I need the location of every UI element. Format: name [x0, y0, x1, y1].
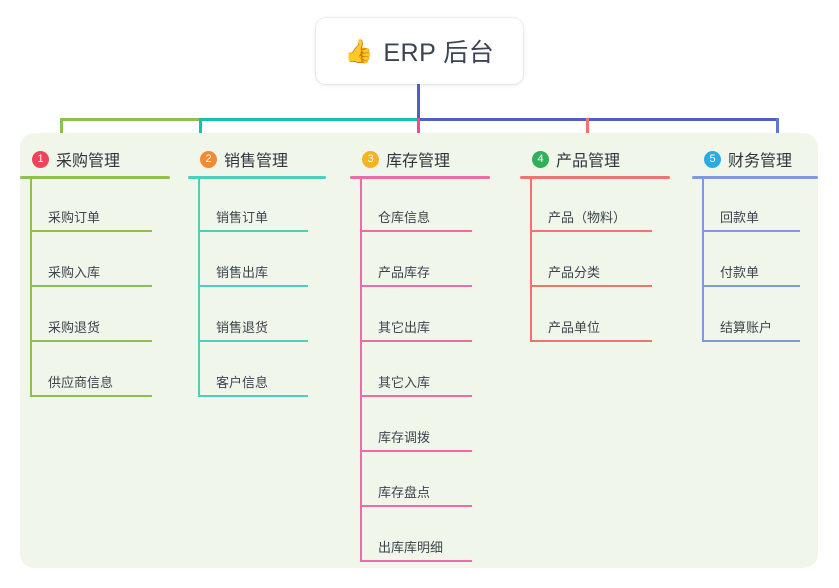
leaf-item-label: 产品分类 — [548, 265, 601, 280]
leaf-item-label: 客户信息 — [216, 375, 269, 390]
leaf-item[interactable]: 库存盘点 — [360, 477, 472, 507]
leaf-item-rule — [30, 395, 152, 397]
leaf-item-rule — [530, 340, 652, 342]
column-title-3: 库存管理 — [386, 153, 451, 170]
column-title-5: 财务管理 — [728, 153, 793, 170]
leaf-item-rule — [702, 340, 800, 342]
leaf-item-label: 销售订单 — [216, 210, 269, 225]
drop-line-col-2 — [199, 118, 202, 146]
leaf-item-label: 出库库明细 — [378, 540, 444, 555]
column-rule-5 — [692, 176, 818, 179]
column-rule-2 — [188, 176, 326, 179]
leaf-item[interactable]: 回款单 — [702, 202, 800, 232]
column-title-4: 产品管理 — [556, 153, 621, 170]
leaf-item-rule — [360, 340, 472, 342]
leaf-item-label: 产品单位 — [548, 320, 601, 335]
leaf-item[interactable]: 采购订单 — [30, 202, 152, 232]
leaf-item[interactable]: 采购退货 — [30, 312, 152, 342]
leaf-item-rule — [702, 230, 800, 232]
leaf-item[interactable]: 其它出库 — [360, 312, 472, 342]
root-node[interactable]: 👍 ERP 后台 — [316, 18, 523, 84]
column-spine-4 — [530, 176, 532, 342]
drop-line-col-3 — [417, 118, 420, 146]
bus-bar-green — [60, 118, 202, 121]
drop-line-col-4 — [586, 118, 589, 146]
bus-bar-blue — [417, 118, 779, 121]
leaf-item-label: 付款单 — [720, 265, 760, 280]
column-badge-2: 2 — [200, 150, 217, 168]
leaf-item-label: 采购入库 — [48, 265, 101, 280]
drop-line-col-5 — [776, 118, 779, 146]
column-rule-3 — [350, 176, 490, 179]
column-badge-4: 4 — [532, 150, 549, 168]
column-spine-5 — [702, 176, 704, 342]
leaf-item-label: 其它出库 — [378, 320, 431, 335]
column-badge-1: 1 — [32, 150, 49, 168]
leaf-item-rule — [702, 285, 800, 287]
leaf-item-rule — [530, 230, 652, 232]
leaf-item-rule — [198, 340, 308, 342]
thumbs-up-icon: 👍 — [344, 37, 374, 64]
leaf-item-rule — [198, 230, 308, 232]
leaf-item-rule — [30, 340, 152, 342]
leaf-item[interactable]: 付款单 — [702, 257, 800, 287]
leaf-item[interactable]: 客户信息 — [198, 367, 308, 397]
column-rule-1 — [20, 176, 170, 179]
leaf-item[interactable]: 产品库存 — [360, 257, 472, 287]
leaf-item[interactable]: 供应商信息 — [30, 367, 152, 397]
mindmap-panel — [20, 133, 818, 568]
leaf-item-rule — [30, 230, 152, 232]
column-header-5[interactable]: 5 财务管理 — [692, 146, 792, 172]
column-header-1[interactable]: 1 采购管理 — [20, 146, 120, 172]
leaf-item-label: 库存调拨 — [378, 430, 431, 445]
leaf-item-rule — [198, 395, 308, 397]
leaf-item[interactable]: 销售订单 — [198, 202, 308, 232]
leaf-item[interactable]: 销售退货 — [198, 312, 308, 342]
leaf-item[interactable]: 库存调拨 — [360, 422, 472, 452]
leaf-item-label: 供应商信息 — [48, 375, 114, 390]
leaf-item-label: 产品（物料） — [548, 210, 627, 225]
leaf-item-rule — [198, 285, 308, 287]
leaf-item-rule — [360, 285, 472, 287]
leaf-item[interactable]: 产品分类 — [530, 257, 652, 287]
leaf-item-rule — [360, 450, 472, 452]
leaf-item-rule — [360, 560, 472, 562]
leaf-item-label: 回款单 — [720, 210, 760, 225]
column-title-2: 销售管理 — [224, 153, 289, 170]
drop-line-col-1 — [60, 118, 63, 146]
leaf-item[interactable]: 仓库信息 — [360, 202, 472, 232]
leaf-item-label: 销售退货 — [216, 320, 269, 335]
leaf-item[interactable]: 产品单位 — [530, 312, 652, 342]
leaf-item[interactable]: 销售出库 — [198, 257, 308, 287]
leaf-item-label: 仓库信息 — [378, 210, 431, 225]
column-header-4[interactable]: 4 产品管理 — [520, 146, 620, 172]
leaf-item-label: 采购订单 — [48, 210, 101, 225]
column-rule-4 — [520, 176, 670, 179]
leaf-item[interactable]: 其它入库 — [360, 367, 472, 397]
leaf-item[interactable]: 出库库明细 — [360, 532, 472, 562]
leaf-item-label: 库存盘点 — [378, 485, 431, 500]
leaf-item[interactable]: 采购入库 — [30, 257, 152, 287]
leaf-item-label: 产品库存 — [378, 265, 431, 280]
column-header-2[interactable]: 2 销售管理 — [188, 146, 288, 172]
leaf-item-label: 采购退货 — [48, 320, 101, 335]
leaf-item[interactable]: 产品（物料） — [530, 202, 652, 232]
leaf-item-rule — [530, 285, 652, 287]
leaf-item-rule — [360, 505, 472, 507]
bus-bar-teal — [199, 118, 419, 121]
leaf-item-label: 结算账户 — [720, 320, 773, 335]
column-badge-3: 3 — [362, 150, 379, 168]
column-header-3[interactable]: 3 库存管理 — [350, 146, 450, 172]
leaf-item-rule — [360, 230, 472, 232]
root-title: ERP 后台 — [383, 39, 495, 67]
leaf-item-rule — [30, 285, 152, 287]
column-badge-5: 5 — [704, 150, 721, 168]
leaf-item[interactable]: 结算账户 — [702, 312, 800, 342]
leaf-item-label: 其它入库 — [378, 375, 431, 390]
root-drop-line — [417, 84, 420, 120]
column-spine-3 — [360, 176, 362, 562]
leaf-item-rule — [360, 395, 472, 397]
column-title-1: 采购管理 — [56, 153, 121, 170]
leaf-item-label: 销售出库 — [216, 265, 269, 280]
